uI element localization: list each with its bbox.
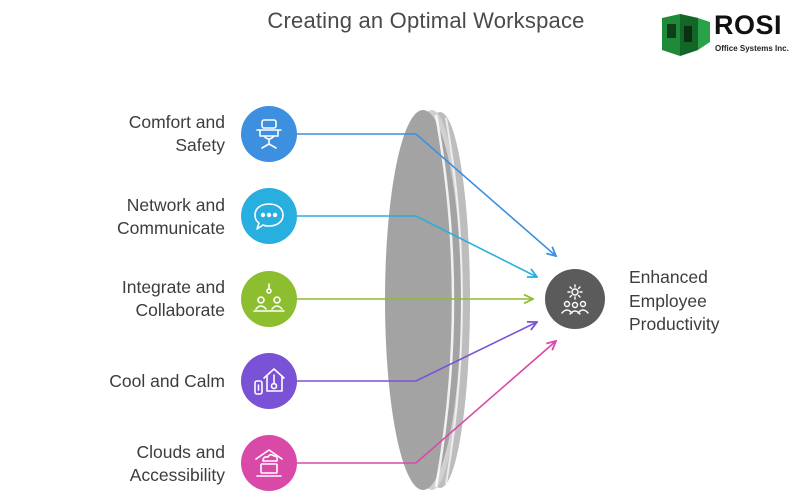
input-label-integrate: Integrate and Collaborate xyxy=(121,277,225,320)
comfort-safety-node xyxy=(241,106,297,162)
connector-cool xyxy=(297,322,537,382)
team-desk-icon xyxy=(253,283,285,312)
result-label: Enhanced Employee Productivity xyxy=(629,267,720,334)
cloud-laptop-icon xyxy=(255,449,283,477)
input-label-clouds: Clouds and Accessibility xyxy=(129,442,225,485)
input-label-cool: Cool and Calm xyxy=(109,371,225,391)
network-communicate-node xyxy=(241,188,297,244)
gear-people-icon xyxy=(561,284,589,315)
thermostat-home-icon xyxy=(254,368,285,395)
connector-network xyxy=(297,215,537,277)
logo-subtitle: Office Systems Inc. xyxy=(715,44,789,53)
chat-bubble-icon xyxy=(254,203,284,230)
input-label-network: Network and Communicate xyxy=(117,195,225,238)
lens-shape xyxy=(385,110,470,490)
integrate-collaborate-node xyxy=(241,271,297,327)
company-logo: ROSI Office Systems Inc. xyxy=(658,10,789,60)
page-title: Creating an Optimal Workspace xyxy=(267,8,585,33)
office-cubicle-icon xyxy=(662,14,710,56)
input-label-comfort: Comfort and Safety xyxy=(128,112,225,155)
cool-calm-node xyxy=(241,353,297,409)
connector-clouds xyxy=(297,341,556,464)
productivity-node xyxy=(545,269,605,329)
office-chair-icon xyxy=(256,119,282,149)
clouds-accessibility-node xyxy=(241,435,297,491)
connector-comfort xyxy=(297,133,556,256)
logo-wordmark: ROSI xyxy=(714,10,783,40)
